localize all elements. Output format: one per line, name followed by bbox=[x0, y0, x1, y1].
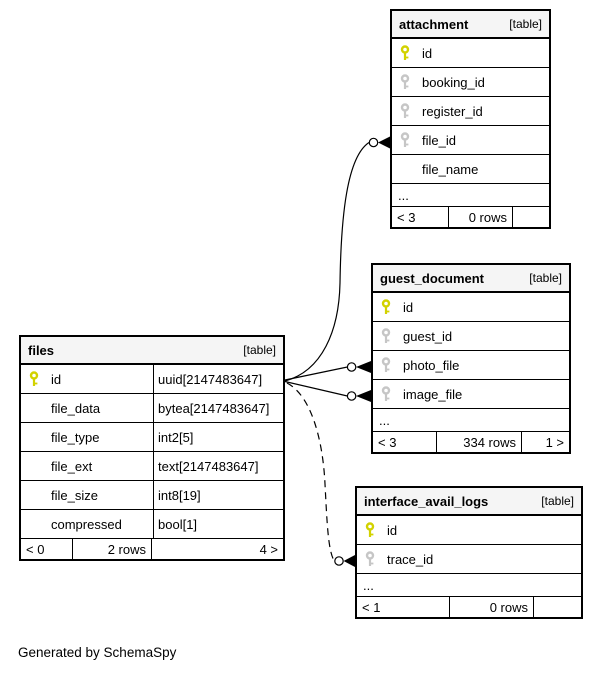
footer-children bbox=[534, 597, 581, 617]
column-type: bytea[2147483647] bbox=[158, 400, 270, 416]
footer-parents: < 3 bbox=[373, 432, 437, 452]
table-name: interface_avail_logs bbox=[364, 493, 489, 509]
column-name: file_ext bbox=[51, 458, 93, 474]
table-header: attachment [table] bbox=[392, 11, 549, 39]
table-footer: < 3 334 rows 1 > bbox=[373, 432, 569, 452]
table-tag: [table] bbox=[541, 494, 574, 508]
footer-children bbox=[513, 207, 549, 227]
table-footer: < 1 0 rows bbox=[357, 597, 581, 617]
table-files[interactable]: files [table] id uuid[2147483647] file_d… bbox=[19, 335, 285, 561]
table-footer: < 3 0 rows bbox=[392, 207, 549, 227]
footer-parents: < 1 bbox=[357, 597, 450, 617]
column-row: id uuid[2147483647] bbox=[21, 365, 283, 394]
column-type: int2[5] bbox=[158, 429, 194, 445]
table-header: interface_avail_logs [table] bbox=[357, 488, 581, 516]
table-guest-document[interactable]: guest_document [table] id guest_id photo… bbox=[371, 263, 571, 454]
column-type: text[2147483647] bbox=[158, 458, 259, 474]
footer-rowcount: 0 rows bbox=[450, 597, 534, 617]
column-name: file_data bbox=[51, 400, 101, 416]
column-type: uuid[2147483647] bbox=[158, 371, 263, 387]
key-icon bbox=[400, 132, 410, 148]
column-name: trace_id bbox=[387, 551, 434, 567]
column-type: int8[19] bbox=[158, 487, 201, 503]
key-icon bbox=[29, 371, 39, 387]
column-type: bool[1] bbox=[158, 516, 198, 532]
column-row: id bbox=[392, 39, 549, 68]
column-row: image_file bbox=[373, 380, 569, 409]
column-row: file_type int2[5] bbox=[21, 423, 283, 452]
key-icon bbox=[381, 299, 391, 315]
column-row: compressed bool[1] bbox=[21, 510, 283, 539]
ellipsis-row: ... bbox=[373, 409, 569, 432]
key-icon bbox=[381, 328, 391, 344]
footer-rowcount: 334 rows bbox=[437, 432, 522, 452]
column-row: id bbox=[357, 516, 581, 545]
column-row: file_ext text[2147483647] bbox=[21, 452, 283, 481]
column-name: file_type bbox=[51, 429, 100, 445]
key-icon bbox=[400, 45, 410, 61]
column-name: id bbox=[422, 45, 433, 61]
column-name: file_size bbox=[51, 487, 98, 503]
key-icon bbox=[400, 74, 410, 90]
column-name: id bbox=[403, 299, 414, 315]
table-interface-avail-logs[interactable]: interface_avail_logs [table] id trace_id… bbox=[355, 486, 583, 619]
table-name: attachment bbox=[399, 16, 469, 32]
table-footer: < 0 2 rows 4 > bbox=[21, 539, 283, 559]
ellipsis-row: ... bbox=[392, 184, 549, 207]
column-name: booking_id bbox=[422, 74, 485, 90]
column-name: file_id bbox=[422, 132, 456, 148]
footer-rowcount: 2 rows bbox=[73, 539, 152, 559]
relationship-files-guest-document-image bbox=[284, 380, 371, 402]
column-name: photo_file bbox=[403, 357, 460, 373]
relationship-files-interface-avail-logs bbox=[286, 382, 355, 567]
table-tag: [table] bbox=[509, 17, 542, 31]
table-name: files bbox=[28, 342, 55, 358]
key-icon bbox=[381, 386, 391, 402]
column-row: file_name bbox=[392, 155, 549, 184]
column-row: file_id bbox=[392, 126, 549, 155]
schemaspy-credit: Generated by SchemaSpy bbox=[18, 645, 177, 660]
footer-children: 1 > bbox=[545, 434, 564, 450]
ellipsis-row: ... bbox=[357, 574, 581, 597]
key-icon bbox=[400, 103, 410, 119]
table-tag: [table] bbox=[243, 343, 276, 357]
column-name: id bbox=[387, 522, 398, 538]
footer-parents: < 3 bbox=[392, 207, 449, 227]
column-row: id bbox=[373, 293, 569, 322]
column-name: compressed bbox=[51, 516, 122, 532]
column-name: file_name bbox=[422, 161, 479, 177]
column-row: file_size int8[19] bbox=[21, 481, 283, 510]
column-name: id bbox=[51, 371, 62, 387]
relationship-files-attachment bbox=[284, 136, 390, 382]
column-row: guest_id bbox=[373, 322, 569, 351]
column-row: register_id bbox=[392, 97, 549, 126]
relationship-files-guest-document-photo bbox=[284, 361, 371, 381]
footer-rowcount: 0 rows bbox=[449, 207, 513, 227]
key-icon bbox=[365, 551, 375, 567]
column-row: photo_file bbox=[373, 351, 569, 380]
table-name: guest_document bbox=[380, 270, 485, 286]
footer-parents: < 0 bbox=[21, 539, 73, 559]
key-icon bbox=[365, 522, 375, 538]
column-row: file_data bytea[2147483647] bbox=[21, 394, 283, 423]
table-attachment[interactable]: attachment [table] id booking_id registe… bbox=[390, 9, 551, 229]
footer-children: 4 > bbox=[259, 541, 278, 557]
table-header: guest_document [table] bbox=[373, 265, 569, 293]
column-name: guest_id bbox=[403, 328, 453, 344]
table-tag: [table] bbox=[529, 271, 562, 285]
column-row: booking_id bbox=[392, 68, 549, 97]
column-row: trace_id bbox=[357, 545, 581, 574]
column-name: register_id bbox=[422, 103, 483, 119]
column-name: image_file bbox=[403, 386, 463, 402]
table-header: files [table] bbox=[21, 337, 283, 365]
key-icon bbox=[381, 357, 391, 373]
